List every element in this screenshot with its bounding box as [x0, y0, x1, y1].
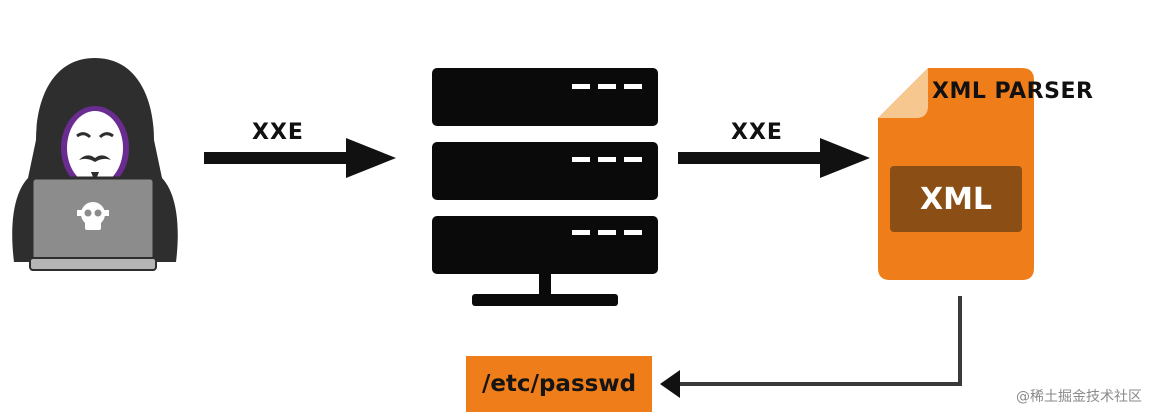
xml-badge: XML [919, 181, 993, 217]
arrow-server-to-parser [678, 138, 870, 178]
arrow-hacker-to-server [204, 138, 396, 178]
hacker-icon [12, 58, 178, 271]
server-icon [432, 68, 658, 306]
xml-file-icon [878, 68, 1034, 280]
watermark: @稀土掘金技术社区 [1016, 389, 1142, 405]
xxe-label-second: XXE [731, 120, 783, 145]
xxe-label-first: XXE [252, 120, 304, 145]
xml-parser-title: XML PARSER [932, 79, 1094, 104]
passwd-file-box: /etc/passwd [466, 356, 652, 412]
arrow-parser-to-passwd [660, 296, 962, 398]
passwd-file-label: /etc/passwd [481, 371, 637, 397]
